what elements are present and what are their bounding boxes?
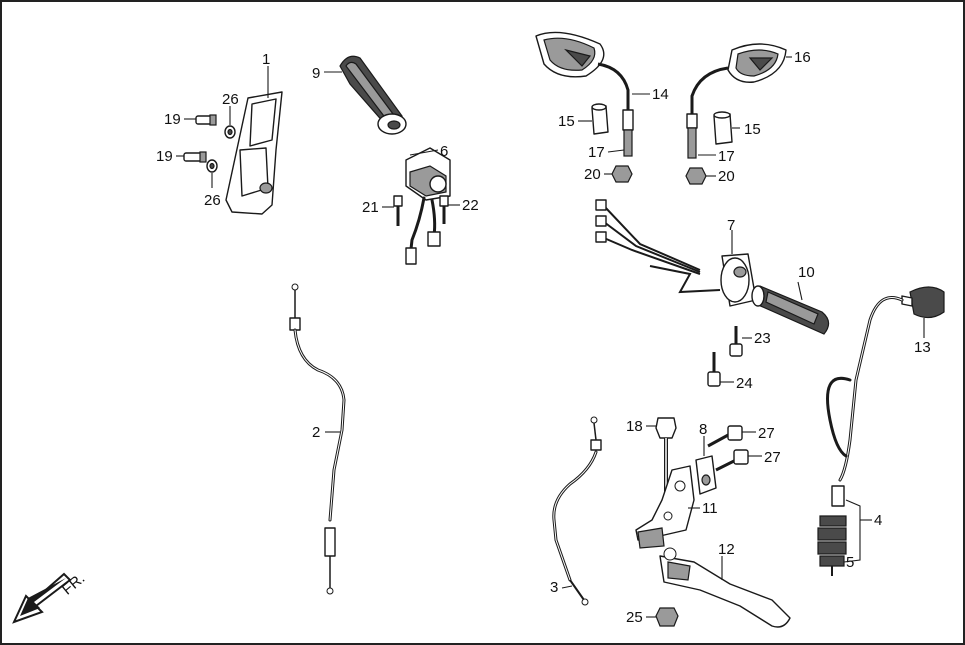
callout-9: 9: [312, 65, 320, 82]
nut-20-left: [604, 165, 633, 183]
callout-1: 1: [262, 51, 270, 68]
callout-3: 3: [550, 579, 558, 596]
callout-15a: 15: [558, 113, 575, 130]
bolt-17-leaders: [607, 149, 716, 156]
screw-24: [707, 352, 734, 387]
callout-23: 23: [754, 330, 771, 347]
callout-4: 4: [874, 512, 882, 529]
left-mirror-part-14: [535, 31, 650, 157]
right-switch-part-7: [595, 199, 757, 307]
callout-25: 25: [626, 609, 643, 626]
clamp-part-8: [695, 436, 717, 495]
washer-26-lower: [206, 159, 218, 188]
callout-22: 22: [462, 197, 479, 214]
callout-13: 13: [914, 339, 931, 356]
callout-27a: 27: [758, 425, 775, 442]
callout-8: 8: [699, 421, 707, 438]
callout-21: 21: [362, 199, 379, 216]
right-grip-part-10: [751, 281, 830, 335]
washer-26-upper: [224, 106, 236, 139]
callout-15b: 15: [744, 121, 761, 138]
hand-guard-part: [225, 66, 283, 215]
callout-17a: 17: [588, 144, 605, 161]
screw-27-upper: [707, 425, 756, 448]
callout-11: 11: [702, 500, 718, 517]
callout-10: 10: [798, 264, 815, 281]
front-arrow-icon: [12, 572, 72, 624]
callout-6: 6: [440, 143, 448, 160]
nut-25: [646, 607, 679, 627]
cap-15-right: [713, 111, 740, 145]
nut-20-right: [685, 167, 716, 185]
callout-20b: 20: [718, 168, 735, 185]
screw-27-lower: [715, 449, 762, 472]
right-mirror-part-16: [686, 43, 792, 159]
callout-20a: 20: [584, 166, 601, 183]
callout-7: 7: [727, 217, 735, 234]
callout-14: 14: [652, 86, 669, 103]
throttle-cable-part-2: [289, 283, 346, 595]
callout-16: 16: [794, 49, 811, 66]
bolt-19-lower: [176, 151, 207, 163]
adjuster-part-4-5: [817, 485, 872, 576]
screw-21: [382, 195, 403, 226]
lever-bracket-part-11: [635, 465, 700, 549]
callout-19a: 19: [164, 111, 181, 128]
clutch-cable-part-3: [552, 416, 602, 606]
screw-22: [439, 195, 460, 224]
screw-23: [729, 326, 752, 357]
callout-2: 2: [312, 424, 320, 441]
callout-5: 5: [846, 554, 854, 571]
callout-19b: 19: [156, 148, 173, 165]
left-grip-part: [324, 55, 407, 135]
bolt-19-upper: [184, 114, 217, 126]
switch-housing-part: [405, 147, 451, 265]
clutch-lever-part-12: [659, 547, 791, 628]
callout-27b: 27: [764, 449, 781, 466]
callout-18: 18: [626, 418, 643, 435]
callout-24: 24: [736, 375, 753, 392]
callout-26a: 26: [222, 91, 239, 108]
callout-17b: 17: [718, 148, 735, 165]
callout-12: 12: [718, 541, 735, 558]
cap-15-left: [578, 103, 609, 135]
callout-26b: 26: [204, 192, 221, 209]
choke-cable-part-13: [826, 286, 945, 482]
